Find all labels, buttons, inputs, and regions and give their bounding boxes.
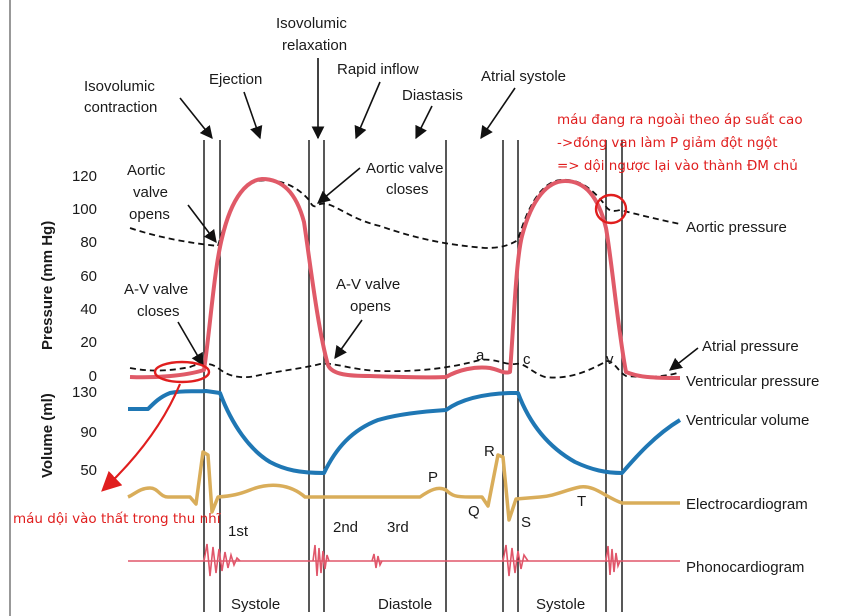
annotation-circle-left [153,360,211,384]
event-label-aortic-valve-opens-3: opens [129,206,170,223]
curve-label-aortic-pressure: Aortic pressure [686,219,787,236]
phase-label-diastasis: Diastasis [402,87,463,104]
annotation-note-left: máu dội vào thất trong thu nhĩ [13,511,222,527]
ecg-label-p: P [428,469,438,486]
ventricular-volume-curve [128,389,682,475]
heart-sound-1st: 1st [228,523,249,540]
annotation-note-right-2: ->đóng van làm P giảm đột ngột [557,135,778,151]
ecg-label-r: R [484,443,495,460]
bottom-label-diastole: Diastole [378,596,432,613]
pressure-tick: 40 [80,301,97,318]
curve-label-electrocardiogram: Electrocardiogram [686,496,808,513]
ecg-label-s: S [521,514,531,531]
phase-label-isovolumic-relaxation-1: Isovolumic [276,15,347,32]
heart-sound-3rd: 3rd [387,519,409,536]
annotation-note-right-3: => dội ngược lại vào thành ĐM chủ [557,158,798,174]
volume-axis: Volume (ml) 130 90 50 [39,384,97,479]
pressure-tick: 120 [72,168,97,185]
volume-tick: 130 [72,384,97,401]
phase-label-atrial-systole: Atrial systole [481,68,566,85]
phase-label-isovolumic-contraction-2: contraction [84,99,157,116]
wave-label-c: c [523,351,531,368]
heart-sound-2nd: 2nd [333,519,358,536]
ventricular-pressure-curve [129,177,681,380]
curve-label-phonocardiogram: Phonocardiogram [686,559,804,576]
pressure-tick: 0 [89,368,97,385]
electrocardiogram-curve [127,450,680,522]
event-label-aortic-valve-closes-2: closes [386,181,429,198]
av-valve-opens-arrow [334,319,363,360]
curve-label-ventricular-pressure: Ventricular pressure [686,373,819,390]
av-valve-closes-arrow [177,321,204,367]
annotation-circle-right [594,193,628,225]
volume-tick: 90 [80,424,97,441]
event-label-av-valve-closes-2: closes [137,303,180,320]
wave-label-v: v [606,351,614,368]
volume-tick: 50 [80,462,97,479]
phase-arrows [179,58,516,140]
pressure-tick: 80 [80,234,97,251]
aortic-valve-closes-arrow [317,167,361,204]
wave-label-a: a [476,347,485,364]
event-label-aortic-valve-opens-1: Aortic [127,162,166,179]
pressure-tick: 60 [80,268,97,285]
pressure-axis-title: Pressure (mm Hg) [39,221,56,350]
curve-label-atrial-pressure: Atrial pressure [702,338,799,355]
bottom-label-systole-2: Systole [536,596,585,613]
pressure-tick: 20 [80,334,97,351]
event-label-aortic-valve-opens-2: valve [133,184,168,201]
event-label-av-valve-opens-2: opens [350,298,391,315]
volume-axis-title: Volume (ml) [39,393,56,478]
event-label-av-valve-opens-1: A-V valve [336,276,400,293]
ecg-label-t: T [577,493,586,510]
ecg-label-q: Q [468,503,480,520]
phase-label-isovolumic-contraction-1: Isovolumic [84,78,155,95]
phase-label-rapid-inflow: Rapid inflow [337,61,419,78]
pressure-axis: Pressure (mm Hg) 120 100 80 60 40 20 0 [39,168,97,385]
aortic-valve-opens-arrow [187,204,217,244]
event-label-av-valve-closes-1: A-V valve [124,281,188,298]
phase-label-ejection: Ejection [209,71,262,88]
phonocardiogram-curve [128,543,680,577]
bottom-label-systole-1: Systole [231,596,280,613]
pressure-tick: 100 [72,201,97,218]
curve-label-ventricular-volume: Ventricular volume [686,412,809,429]
annotation-arrow-left [101,383,182,492]
atrial-pressure-curve [129,358,681,379]
atrial-pressure-arrow [668,347,699,371]
annotation-note-right-1: máu đang ra ngoài theo áp suất cao [557,112,803,128]
phase-label-isovolumic-relaxation-2: relaxation [282,37,347,54]
event-label-aortic-valve-closes-1: Aortic valve [366,160,444,177]
